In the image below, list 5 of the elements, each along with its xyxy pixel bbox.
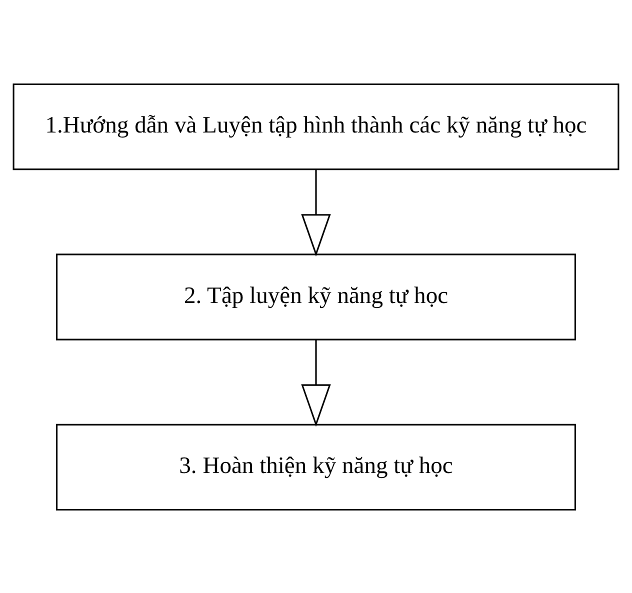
- node-box: 2. Tập luyện kỹ năng tự học: [56, 253, 576, 340]
- node-box: 1.Hướng dẫn và Luyện tập hình thành các kỹ năng tự học: [12, 82, 620, 170]
- arrow: [301, 339, 331, 426]
- arrow: [301, 169, 331, 256]
- node-box: 3. Hoàn thiện kỹ năng tự học: [56, 423, 576, 510]
